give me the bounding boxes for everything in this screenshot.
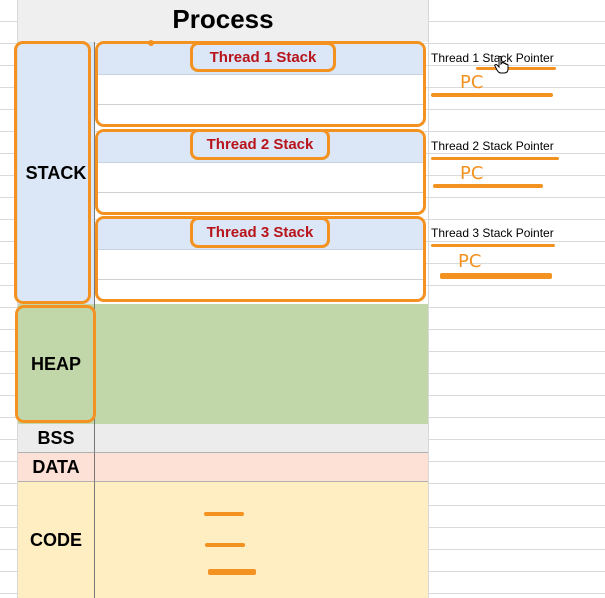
thread-2-stack-pointer-label: Thread 2 Stack Pointer	[431, 139, 554, 153]
heap-highlight-outline	[15, 305, 96, 423]
data-segment-area	[95, 453, 428, 482]
annotation-dot	[148, 40, 154, 46]
annotation-stroke	[433, 184, 543, 188]
annotation-stroke	[431, 93, 553, 97]
code-segment-label: CODE	[18, 482, 95, 598]
annotation-stroke	[476, 67, 556, 70]
thread-3-stack-pointer-label: Thread 3 Stack Pointer	[431, 226, 554, 240]
thread-3-stack-label: Thread 3 Stack	[190, 217, 330, 248]
hand-cursor-icon	[494, 55, 510, 74]
code-annotation-stroke	[204, 512, 244, 516]
bss-segment-area	[95, 424, 428, 453]
annotation-stroke	[431, 157, 559, 160]
thread-1-pc-label: PC	[460, 72, 484, 93]
title-bar	[18, 0, 428, 42]
stack-segment-label: STACK	[18, 42, 95, 304]
heap-segment-label: HEAP	[18, 304, 95, 424]
thread-stack-row-line	[98, 279, 423, 280]
thread-3-pc-label: PC	[458, 251, 482, 272]
thread-2-stack-label: Thread 2 Stack	[190, 129, 330, 160]
heap-segment-area	[95, 304, 428, 424]
thread-1-stack-label: Thread 1 Stack	[190, 42, 336, 72]
thread-1-stack-pointer-label: Thread 1 Stack Pointer	[431, 51, 554, 65]
annotation-stroke	[431, 244, 555, 247]
thread-stack-row-line	[98, 104, 423, 105]
bss-segment-label: BSS	[18, 424, 95, 453]
data-segment-label: DATA	[18, 453, 95, 482]
thread-2-pc-label: PC	[460, 163, 484, 184]
code-annotation-stroke	[208, 569, 256, 575]
code-annotation-stroke	[205, 543, 245, 547]
code-segment-area	[95, 482, 428, 598]
stack-highlight-outline	[14, 41, 91, 304]
annotation-stroke	[440, 273, 552, 279]
grid-column-line	[428, 0, 429, 598]
thread-stack-row-line	[98, 192, 423, 193]
process-title: Process	[172, 4, 274, 34]
